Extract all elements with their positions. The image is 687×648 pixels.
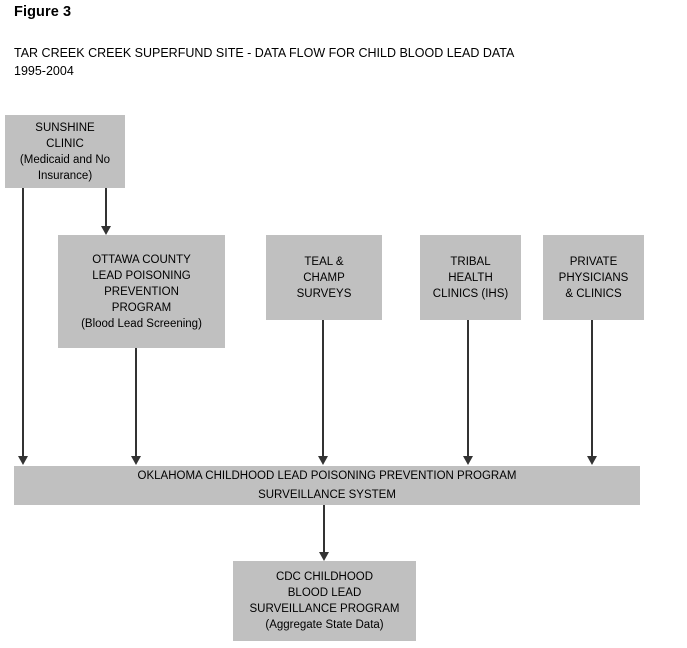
node-teal-line-2: CHAMP xyxy=(303,271,345,284)
figure-title: TAR CREEK CREEK SUPERFUND SITE - DATA FL… xyxy=(14,44,514,80)
node-ottawa-line-1: OTTAWA COUNTY xyxy=(92,253,191,266)
node-ottawa-county-lead-poisoning-prevention-program: OTTAWA COUNTY LEAD POISONING PREVENTION … xyxy=(58,235,225,348)
node-tribal-line-3: CLINICS (IHS) xyxy=(432,287,509,300)
node-cdc-line-1: CDC CHILDHOOD xyxy=(275,571,374,583)
node-private-line-1: PRIVATE xyxy=(569,255,618,268)
node-ottawa-sub-1: (Blood Lead Screening) xyxy=(81,317,202,330)
node-private-line-2: PHYSICIANS xyxy=(558,271,629,284)
edge-private-to-surveillance-line xyxy=(591,320,593,456)
arrowhead-icon-private-to-surveillance xyxy=(587,456,597,465)
edge-teal-to-surveillance-line xyxy=(322,320,324,456)
figure-title-line-2: 1995-2004 xyxy=(14,64,74,78)
node-ottawa-line-3: PREVENTION xyxy=(104,285,179,298)
node-cdc-childhood-blood-lead-surveillance-program: CDC CHILDHOOD BLOOD LEAD SURVEILLANCE PR… xyxy=(233,561,416,641)
node-sunshine-sub-2: Insurance) xyxy=(37,169,93,182)
figure-title-line-1: TAR CREEK CREEK SUPERFUND SITE - DATA FL… xyxy=(14,46,515,60)
edge-tribal-to-surveillance-line xyxy=(467,320,469,456)
node-teal-line-3: SURVEYS xyxy=(296,287,352,300)
node-ottawa-line-4: PROGRAM xyxy=(111,301,172,314)
node-teal-champ-surveys: TEAL & CHAMP SURVEYS xyxy=(266,235,382,320)
node-tribal-line-2: HEALTH xyxy=(448,271,493,284)
figure-label: Figure 3 xyxy=(14,4,72,20)
node-oklahoma-childhood-lead-poisoning-prevention-program-surveillance-system: OKLAHOMA CHILDHOOD LEAD POISONING PREVEN… xyxy=(14,466,640,505)
node-okcl-line-2: SURVEILLANCE SYSTEM xyxy=(258,488,396,501)
edge-sunshine-to-surveillance-line xyxy=(22,188,24,456)
node-sunshine-line-1: SUNSHINE xyxy=(35,121,95,134)
node-tribal-line-1: TRIBAL xyxy=(450,255,491,268)
node-private-physicians-clinics: PRIVATE PHYSICIANS & CLINICS xyxy=(543,235,644,320)
node-sunshine-clinic: SUNSHINE CLINIC (Medicaid and No Insuran… xyxy=(5,115,125,188)
edge-ottawa-to-surveillance-line xyxy=(135,348,137,456)
node-private-line-3: & CLINICS xyxy=(565,287,622,300)
arrowhead-icon-ottawa-to-surveillance xyxy=(131,456,141,465)
node-tribal-health-clinics: TRIBAL HEALTH CLINICS (IHS) xyxy=(420,235,521,320)
arrowhead-icon-sunshine-to-surveillance xyxy=(18,456,28,465)
node-sunshine-line-2: CLINIC xyxy=(46,137,84,150)
node-cdc-sub-1: (Aggregate State Data) xyxy=(265,619,384,631)
arrowhead-icon-teal-to-surveillance xyxy=(318,456,328,465)
node-teal-line-1: TEAL & xyxy=(304,255,344,268)
node-cdc-line-3: SURVEILLANCE PROGRAM xyxy=(249,603,400,615)
node-ottawa-line-2: LEAD POISONING xyxy=(92,269,191,282)
node-okcl-line-1: OKLAHOMA CHILDHOOD LEAD POISONING PREVEN… xyxy=(137,469,517,482)
edge-surveillance-to-cdc-line xyxy=(323,505,325,552)
node-sunshine-sub-1: (Medicaid and No xyxy=(19,153,111,166)
arrowhead-icon-surveillance-to-cdc xyxy=(319,552,329,561)
node-cdc-line-2: BLOOD LEAD xyxy=(287,587,362,599)
arrowhead-icon-tribal-to-surveillance xyxy=(463,456,473,465)
edge-sunshine-to-ottawa-line xyxy=(105,188,107,226)
arrowhead-icon-sunshine-to-ottawa xyxy=(101,226,111,235)
